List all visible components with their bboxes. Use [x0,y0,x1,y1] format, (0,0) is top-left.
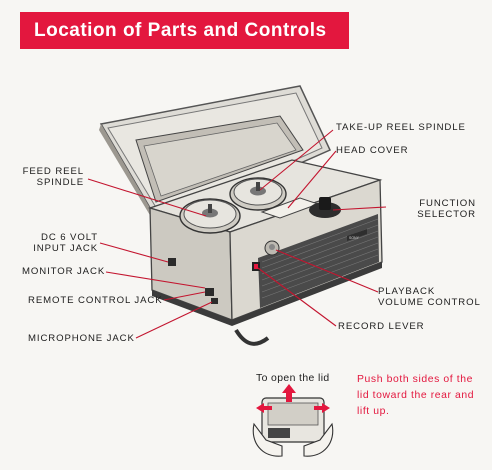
open-lid [99,85,332,232]
page-title: Location of Parts and Controls [34,20,327,41]
label-playback-volume-line1: PLAYBACK [378,286,436,297]
label-playback-volume-line2: VOLUME CONTROL [378,297,481,308]
label-dc-input-line2: INPUT JACK [33,243,98,254]
label-feed-reel-line2: SPINDLE [36,177,84,188]
label-remote-control-jack: REMOTE CONTROL JACK [28,295,163,306]
label-record-lever: RECORD LEVER [338,321,425,332]
label-head-cover: HEAD COVER [336,145,409,156]
label-function-selector-line1: FUNCTION [419,198,476,209]
label-function-selector: FUNCTION SELECTOR [386,198,476,220]
label-dc-input-line1: DC 6 VOLT [41,232,98,243]
lid-opening-illustration [252,384,334,457]
brand-plate: SONY [349,236,360,240]
title-banner [20,12,349,49]
lid-instructions-title: To open the lid [256,373,330,384]
function-selector-knob[interactable] [309,197,341,218]
label-microphone-jack: MICROPHONE JACK [28,333,135,344]
label-function-selector-line2: SELECTOR [417,209,476,220]
leader-lines [87,129,387,339]
label-feed-reel-line1: FEED REEL [22,166,84,177]
remote-control-jack [205,288,214,296]
lid-instructions-text: Push both sides of the lid toward the re… [357,374,475,417]
label-playback-volume-control: PLAYBACK VOLUME CONTROL [378,286,481,308]
label-monitor-jack: MONITOR JACK [22,266,106,277]
dc-input-jack [168,258,176,266]
label-take-up-reel-spindle: TAKE-UP REEL SPINDLE [336,122,466,133]
record-lever[interactable] [252,262,260,271]
microphone-jack [211,298,218,304]
label-feed-reel-spindle: FEED REEL SPINDLE [14,166,84,188]
feed-reel [179,198,241,234]
label-dc-input-jack: DC 6 VOLT INPUT JACK [20,232,98,254]
take-up-reel [229,177,287,211]
playback-volume-knob[interactable] [264,240,280,256]
